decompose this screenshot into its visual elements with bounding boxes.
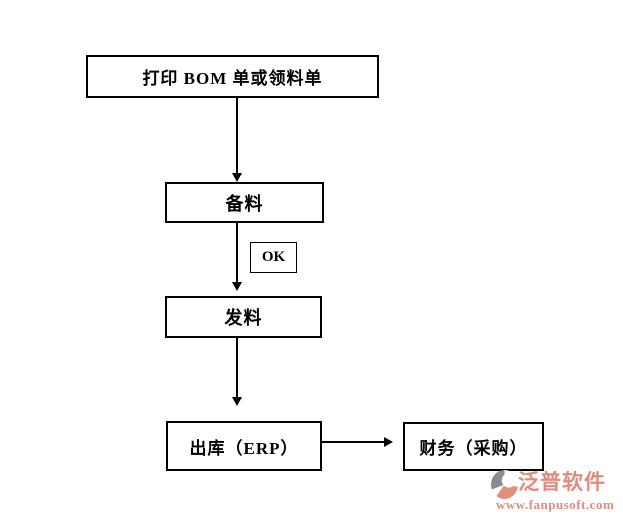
node-outbound-erp: 出库（ERP） — [166, 421, 322, 471]
watermark-url: www.fanpusoft.com — [496, 497, 615, 512]
node-finance-purchase: 财务（采购） — [403, 422, 544, 471]
node-issue: 发料 — [165, 296, 322, 338]
arrow-right-icon — [384, 437, 393, 447]
node-print-bom: 打印 BOM 单或领料单 — [86, 55, 379, 98]
connector-issue-to-outbound-line — [236, 338, 238, 397]
arrow-down-icon — [232, 173, 242, 182]
arrow-down-icon — [232, 397, 242, 406]
watermark-brand: 泛普软件 — [518, 470, 606, 494]
arrow-down-icon — [232, 282, 242, 291]
fanpu-logo-icon — [491, 470, 518, 499]
node-prepare: 备料 — [165, 182, 324, 223]
connector-print-to-prepare-line — [236, 98, 238, 173]
watermark: 泛普软件 www.fanpusoft.com — [489, 468, 623, 514]
connector-prepare-to-issue-line — [236, 223, 238, 282]
connector-outbound-to-finance-line — [322, 441, 384, 443]
edge-label-ok: OK — [250, 242, 297, 273]
